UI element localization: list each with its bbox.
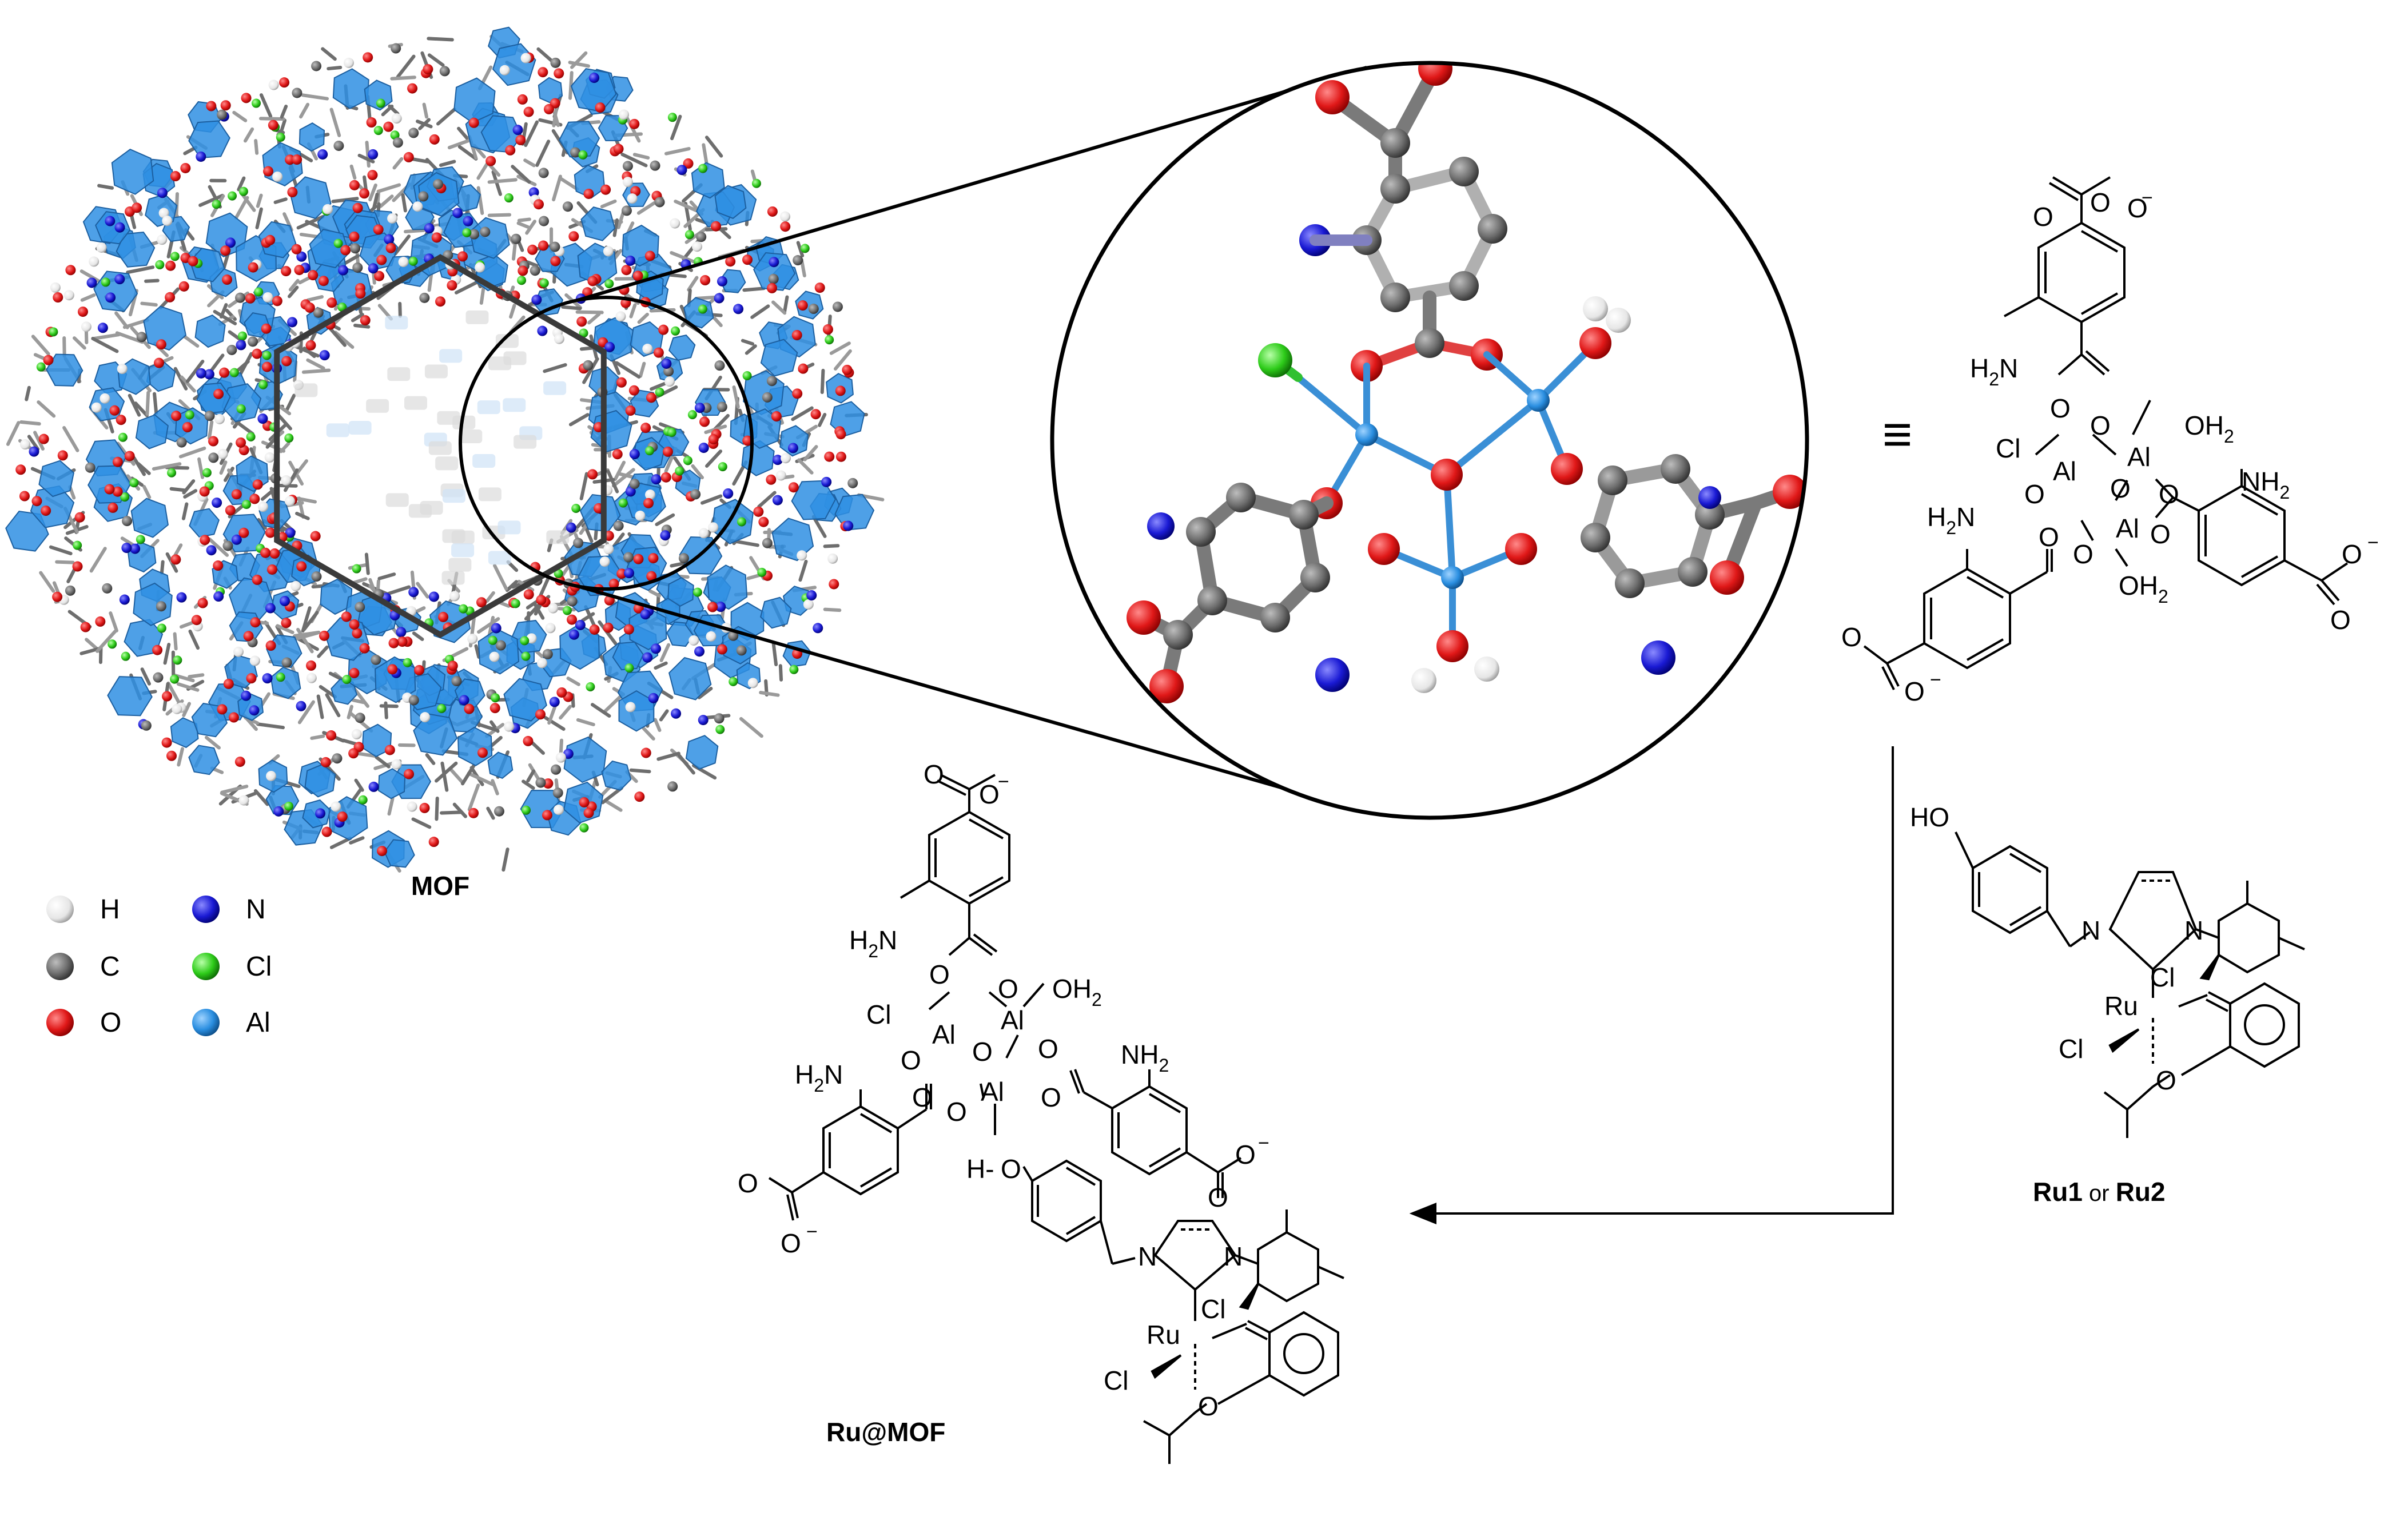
svg-text:O: O xyxy=(1001,1154,1021,1184)
svg-text:N: N xyxy=(1138,1242,1157,1271)
svg-text:H2N: H2N xyxy=(795,1060,843,1096)
zoom-connector-bottom xyxy=(577,584,1367,814)
svg-text:Cl: Cl xyxy=(2059,1034,2083,1064)
legend-item-cl: Cl xyxy=(192,952,272,982)
atom-legend: H N C Cl O Al xyxy=(46,894,272,1038)
svg-text:Al: Al xyxy=(932,1020,956,1049)
svg-text:Cl: Cl xyxy=(866,1000,891,1029)
svg-text:Ru1 or Ru2: Ru1 or Ru2 xyxy=(2033,1177,2166,1207)
svg-text:O: O xyxy=(2073,539,2093,569)
svg-text:O: O xyxy=(1235,1140,1256,1169)
svg-text:N: N xyxy=(2184,916,2203,945)
svg-text:Al: Al xyxy=(1001,1005,1024,1035)
reaction-arrow xyxy=(1409,746,1894,1224)
legend-item-c: C xyxy=(46,952,120,982)
svg-text:−: − xyxy=(1930,669,1941,691)
svg-text:O: O xyxy=(2090,188,2111,217)
svg-text:Al: Al xyxy=(2116,514,2139,543)
svg-text:O: O xyxy=(1198,1391,1219,1421)
svg-text:O: O xyxy=(1208,1183,1228,1212)
legend-label-h: H xyxy=(100,894,120,925)
svg-text:Ru: Ru xyxy=(2104,991,2138,1021)
equivalence-symbol: ≡ xyxy=(1882,406,1913,463)
svg-text:HO: HO xyxy=(1910,802,1949,832)
svg-text:O: O xyxy=(2150,519,2171,549)
svg-text:H2N: H2N xyxy=(1970,353,2018,389)
svg-text:H2N: H2N xyxy=(849,925,897,961)
svg-text:O: O xyxy=(738,1168,758,1198)
svg-text:O: O xyxy=(1041,1083,1061,1112)
svg-text:O: O xyxy=(1038,1034,1058,1064)
svg-text:Ru@MOF: Ru@MOF xyxy=(826,1417,945,1447)
svg-text:H-: H- xyxy=(966,1154,994,1184)
legend-item-h: H xyxy=(46,894,120,925)
svg-text:O: O xyxy=(998,974,1018,1004)
svg-text:Al: Al xyxy=(981,1077,1004,1107)
svg-text:−: − xyxy=(2367,532,2379,554)
legend-item-al: Al xyxy=(192,1008,270,1038)
legend-label-c: C xyxy=(100,952,120,982)
svg-text:OH2: OH2 xyxy=(2184,411,2234,447)
zoom-connector-top xyxy=(577,66,1367,302)
legend-label-n: N xyxy=(246,894,266,925)
ru-mof-structure xyxy=(768,774,1344,1464)
svg-text:O: O xyxy=(2127,193,2148,223)
svg-text:O: O xyxy=(2090,411,2111,440)
svg-text:Cl: Cl xyxy=(1201,1294,1225,1324)
zoomed-cluster-view xyxy=(1050,61,1809,820)
svg-text:O: O xyxy=(2024,479,2045,509)
legend-label-o: O xyxy=(100,1008,121,1038)
svg-text:O: O xyxy=(2033,202,2053,232)
ru-complex-structure xyxy=(1955,831,2305,1138)
legend-item-o: O xyxy=(46,1008,121,1038)
svg-text:N: N xyxy=(1224,1242,1243,1271)
ru-complex-labels: HO N N Cl Ru Cl O Ru1 or Ru2 xyxy=(1910,802,2203,1207)
svg-text:O: O xyxy=(979,779,1000,809)
mof-cage-image xyxy=(5,26,885,873)
svg-text:NH2: NH2 xyxy=(1121,1040,1169,1076)
svg-text:Cl: Cl xyxy=(1996,433,2020,463)
svg-text:O: O xyxy=(946,1097,967,1127)
svg-text:−: − xyxy=(998,771,1009,793)
svg-text:O: O xyxy=(1904,677,1925,706)
svg-text:−: − xyxy=(1258,1132,1269,1154)
svg-text:O: O xyxy=(924,759,944,789)
svg-text:O: O xyxy=(972,1037,993,1067)
svg-text:−: − xyxy=(2142,187,2153,209)
svg-text:N: N xyxy=(2081,916,2100,945)
mof-label: MOF xyxy=(411,871,469,901)
svg-text:H2N: H2N xyxy=(1927,502,1975,538)
svg-text:O: O xyxy=(2110,473,2131,503)
svg-text:OH2: OH2 xyxy=(1052,974,1102,1010)
svg-text:OH2: OH2 xyxy=(2119,571,2168,607)
svg-text:O: O xyxy=(2342,539,2362,569)
svg-text:O: O xyxy=(2330,605,2351,635)
zoom-selection-circle xyxy=(459,296,754,591)
legend-label-cl: Cl xyxy=(246,952,272,982)
svg-text:Al: Al xyxy=(2127,442,2151,472)
ru-mof-labels: O − O H2N O O OH2 Cl Al Al O O O NH2 H2N… xyxy=(738,759,1269,1447)
svg-text:−: − xyxy=(806,1221,818,1243)
cluster-chemical-structure xyxy=(1863,176,2349,690)
svg-text:Ru: Ru xyxy=(1147,1320,1180,1350)
svg-text:NH2: NH2 xyxy=(2242,467,2290,503)
svg-text:O: O xyxy=(2050,393,2071,423)
svg-text:O: O xyxy=(781,1228,801,1258)
svg-text:O: O xyxy=(912,1083,933,1112)
svg-text:O: O xyxy=(2039,522,2059,552)
svg-text:Cl: Cl xyxy=(1104,1366,1128,1395)
svg-text:O: O xyxy=(2159,479,2179,509)
svg-text:O: O xyxy=(929,960,950,989)
svg-text:Cl: Cl xyxy=(2150,962,2175,992)
svg-text:O: O xyxy=(2156,1065,2176,1095)
svg-text:O: O xyxy=(901,1045,921,1075)
svg-text:Al: Al xyxy=(2053,456,2076,486)
legend-label-al: Al xyxy=(246,1008,270,1038)
cluster-structure-labels: O O O − H2N O O OH2 Cl Al Al O O O NH2 H… xyxy=(1841,187,2379,706)
legend-item-n: N xyxy=(192,894,266,925)
svg-text:O: O xyxy=(1841,622,1862,652)
